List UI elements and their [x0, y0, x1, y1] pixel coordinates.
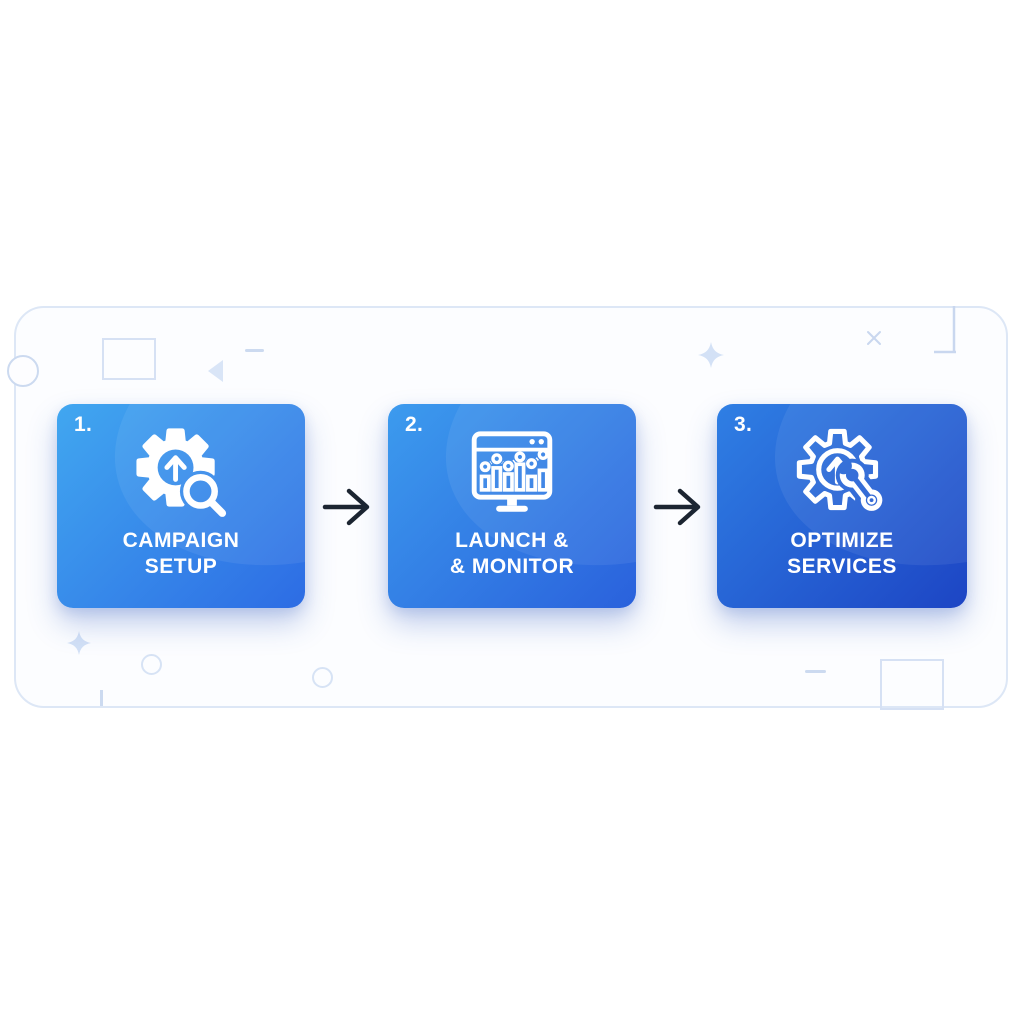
decor-circle-outline: [141, 654, 162, 675]
step-title-line1: OPTIMIZE: [790, 529, 894, 552]
decor-tick: [100, 690, 103, 706]
decor-square-outline: [102, 338, 156, 380]
decor-triangle-left-icon: [208, 360, 223, 382]
step-title: CAMPAIGN SETUP: [57, 528, 305, 580]
step-title-line1: CAMPAIGN: [122, 529, 240, 552]
step-title-line2: & MONITOR: [449, 555, 575, 578]
x-mark-icon: [867, 331, 881, 345]
step-title-line2: SETUP: [144, 555, 218, 578]
decor-square-outline: [880, 659, 944, 710]
step-card-2: 2.: [388, 404, 636, 608]
step-title: OPTIMIZE SERVICES: [717, 528, 967, 580]
sparkle-icon: [67, 631, 91, 655]
decor-border-circle: [7, 355, 39, 387]
gear-wrench-icon: [792, 424, 892, 524]
step-number: 1.: [74, 413, 93, 436]
sparkle-icon: [698, 342, 724, 368]
decor-circle-outline: [312, 667, 333, 688]
step-card-3: 3.: [717, 404, 967, 608]
step-title-line2: SERVICES: [787, 555, 897, 578]
decor-ruler-line: [934, 306, 956, 354]
step-title: LAUNCH & & MONITOR: [388, 528, 636, 580]
gear-search-icon: [131, 424, 231, 524]
decor-dash: [245, 349, 264, 352]
decor-dash: [805, 670, 826, 673]
monitor-analytics-icon: [462, 424, 562, 524]
step-number: 3.: [734, 413, 753, 436]
step-title-line1: LAUNCH &: [455, 529, 569, 552]
right-arrow-icon: [653, 488, 701, 526]
step-number: 2.: [405, 413, 424, 436]
step-card-1: 1. CAMPAIGN: [57, 404, 305, 608]
right-arrow-icon: [322, 488, 370, 526]
